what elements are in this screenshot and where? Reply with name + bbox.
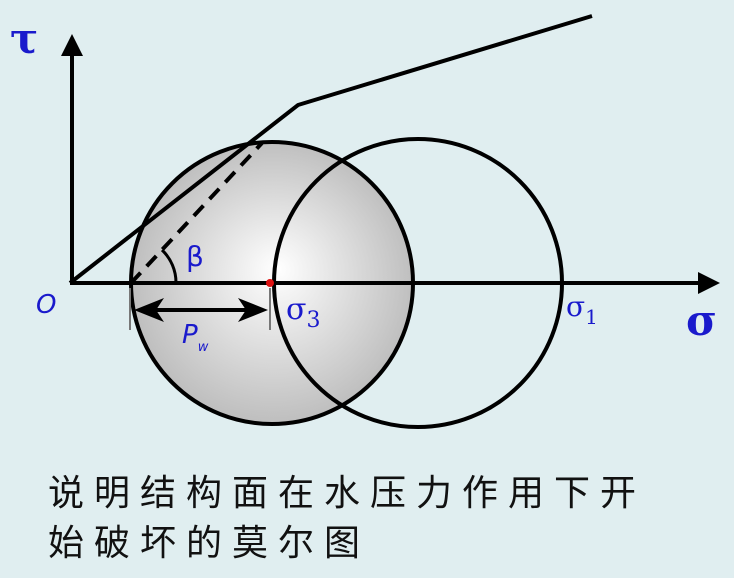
pw-arrow-left-icon (134, 298, 164, 322)
sigma3-subscript: 3 (306, 308, 321, 333)
pw-label: Pw (182, 320, 208, 355)
mohr-diagram (61, 14, 720, 429)
caption-line-2: 始破坏的莫尔图 (48, 523, 371, 564)
sigma-axis-label: σ (686, 296, 717, 345)
sigma1-subscript: 1 (585, 305, 598, 329)
origin-label: O (36, 290, 57, 320)
sigma-axis-arrow-icon (698, 272, 720, 294)
dashed-plane-line (129, 141, 264, 285)
caption-line-1: 说明结构面在水压力作用下开 (48, 473, 647, 514)
pw-symbol: P (182, 320, 198, 350)
beta-angle-arc (160, 248, 178, 284)
pw-subscript: w (197, 340, 209, 355)
sigma3-marker (266, 279, 274, 287)
sigma1-symbol: σ (566, 290, 586, 323)
sigma1-label: σ1 (566, 290, 598, 329)
tau-axis-arrow-icon (61, 34, 83, 56)
sigma3-label: σ3 (286, 292, 320, 333)
tau-axis-label: τ (10, 14, 39, 63)
sigma3-symbol: σ (286, 292, 307, 327)
pw-arrow-right-icon (238, 298, 268, 322)
beta-label: β (186, 240, 204, 273)
failure-envelope (68, 14, 593, 285)
